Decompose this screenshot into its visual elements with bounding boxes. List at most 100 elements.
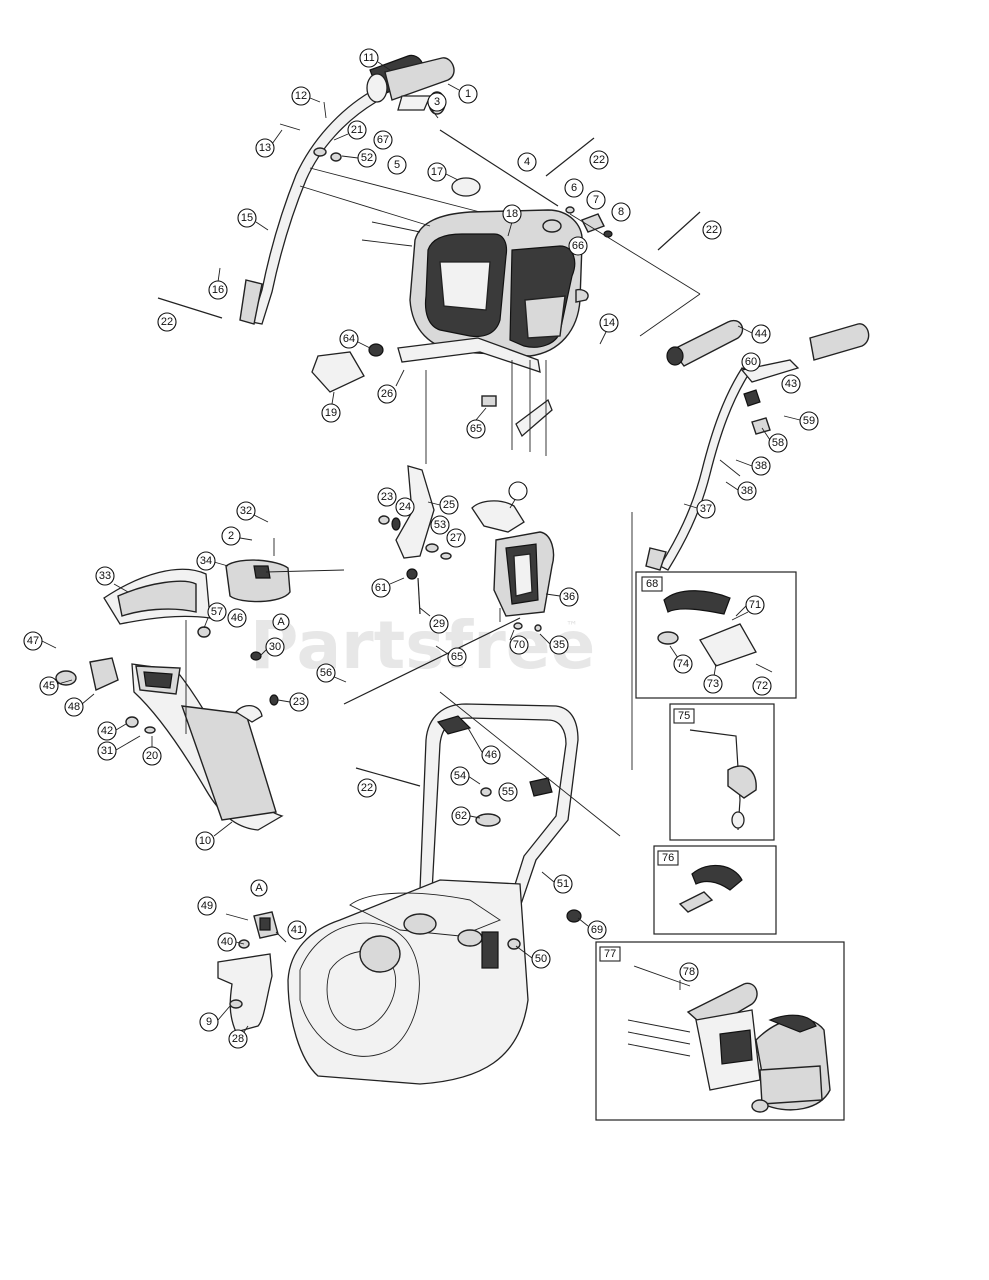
cable-ties <box>157 137 701 787</box>
callout-54: 54 <box>450 766 481 786</box>
svg-text:40: 40 <box>221 936 233 948</box>
svg-text:55: 55 <box>502 786 514 798</box>
callout-5: 5 <box>387 155 407 175</box>
svg-text:36: 36 <box>563 591 575 603</box>
callout-52: 52 <box>341 148 377 168</box>
callout-57-left: 57 <box>203 602 227 629</box>
callout-70: 70 <box>509 629 529 655</box>
svg-text:68: 68 <box>646 578 658 590</box>
callout-14: 14 <box>599 313 619 345</box>
callout-23-top: 23 <box>377 487 397 507</box>
callout-7: 7 <box>586 190 606 210</box>
svg-text:54: 54 <box>454 770 466 782</box>
svg-text:22: 22 <box>161 316 173 328</box>
callout-60: 60 <box>741 352 761 372</box>
svg-text:70: 70 <box>513 639 525 651</box>
svg-text:2: 2 <box>228 530 234 542</box>
svg-text:75: 75 <box>678 710 690 722</box>
svg-text:29: 29 <box>433 618 445 630</box>
callout-37: 37 <box>683 499 716 519</box>
callout-55-frame: 55 <box>498 782 518 802</box>
svg-text:24: 24 <box>399 501 411 513</box>
callout-65-mid: 65 <box>435 645 467 667</box>
callout-3: 3 <box>427 92 447 119</box>
svg-text:16: 16 <box>212 284 224 296</box>
drive-control-assembly <box>343 465 555 705</box>
svg-text:28: 28 <box>232 1033 244 1045</box>
callout-51: 51 <box>541 871 573 894</box>
inset-box-75 <box>669 703 775 841</box>
svg-text:65: 65 <box>470 423 482 435</box>
callout-71: 71 <box>735 595 765 617</box>
callout-74: 74 <box>669 645 693 674</box>
svg-text:13: 13 <box>259 142 271 154</box>
callout-22-right: 22 <box>702 220 722 240</box>
callout-6: 6 <box>564 178 584 198</box>
svg-text:21: 21 <box>351 124 363 136</box>
callout-61: 61 <box>371 577 405 598</box>
svg-text:41: 41 <box>291 924 303 936</box>
svg-text:64: 64 <box>343 333 355 345</box>
callout-53: 53 <box>430 515 450 535</box>
left-handle <box>239 54 455 325</box>
svg-text:27: 27 <box>450 532 462 544</box>
svg-text:15: 15 <box>241 212 253 224</box>
callout-78: 78 <box>679 962 699 990</box>
svg-text:19: 19 <box>325 407 337 419</box>
callout-29: 29 <box>419 607 449 634</box>
inset-77-parts <box>627 965 831 1113</box>
callout-69: 69 <box>577 917 607 940</box>
callout-9: 9 <box>199 1005 231 1032</box>
callout-32: 32 <box>236 501 269 523</box>
svg-text:46: 46 <box>231 612 243 624</box>
svg-text:12: 12 <box>295 90 307 102</box>
svg-text:32: 32 <box>240 505 252 517</box>
callout-25: 25 <box>427 495 459 515</box>
svg-text:4: 4 <box>524 156 530 168</box>
callout-31: 31 <box>97 735 141 761</box>
callout-19: 19 <box>321 391 341 423</box>
callout-27: 27 <box>446 528 466 548</box>
svg-text:26: 26 <box>381 388 393 400</box>
watermark-trademark: ™ <box>566 619 578 633</box>
svg-text:1: 1 <box>465 88 471 100</box>
svg-text:30: 30 <box>269 641 281 653</box>
callout-22-top: 22 <box>589 150 609 170</box>
svg-text:73: 73 <box>707 678 719 690</box>
callout-38-upper: 38 <box>735 456 771 476</box>
reference-a-lower: A <box>250 879 268 897</box>
svg-text:34: 34 <box>200 555 212 567</box>
inset-68-parts <box>657 590 773 673</box>
svg-text:6: 6 <box>571 182 577 194</box>
callout-65-top: 65 <box>466 407 487 439</box>
callout-41: 41 <box>287 920 307 940</box>
inset-tag-75: 75 <box>673 708 695 724</box>
callout-47: 47 <box>23 631 57 651</box>
callout-22-bottom: 22 <box>357 778 377 798</box>
inset-76-parts <box>678 864 743 913</box>
svg-text:22: 22 <box>593 154 605 166</box>
svg-text:9: 9 <box>206 1016 212 1028</box>
svg-text:57: 57 <box>211 606 223 618</box>
panel-insert <box>311 351 365 393</box>
svg-text:35: 35 <box>553 639 565 651</box>
svg-text:71: 71 <box>749 599 761 611</box>
svg-text:23: 23 <box>293 696 305 708</box>
callout-13: 13 <box>255 129 283 158</box>
svg-text:23: 23 <box>381 491 393 503</box>
callout-46-frame: 46 <box>467 727 501 765</box>
callout-88 <box>508 481 528 509</box>
svg-text:49: 49 <box>201 900 213 912</box>
svg-text:43: 43 <box>785 378 797 390</box>
chute-assembly <box>55 538 345 831</box>
svg-text:31: 31 <box>101 745 113 757</box>
callout-73: 73 <box>703 663 723 694</box>
svg-text:8: 8 <box>618 206 624 218</box>
svg-text:58: 58 <box>772 437 784 449</box>
callout-45: 45 <box>39 676 73 696</box>
svg-text:51: 51 <box>557 878 569 890</box>
callout-40: 40 <box>217 932 245 952</box>
callout-56: 56 <box>316 663 347 683</box>
svg-text:59: 59 <box>803 415 815 427</box>
svg-text:61: 61 <box>375 582 387 594</box>
